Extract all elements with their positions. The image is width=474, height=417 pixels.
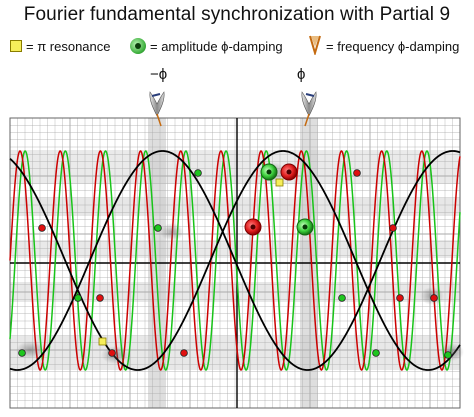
tuning-fork-icon: [308, 35, 322, 58]
curve-dot: [180, 349, 188, 357]
fundamental-curve-a: [9, 150, 461, 371]
phi-label: ϕ: [297, 66, 306, 83]
legend-amplitude-label: = amplitude ϕ-damping: [150, 38, 283, 54]
curve-dot: [389, 224, 397, 232]
red-ball-mid-core: [250, 224, 256, 230]
legend-frequency: = frequency ϕ-damping: [308, 35, 460, 58]
curve-dot: [194, 169, 202, 177]
small-dots: [18, 169, 452, 359]
legend-frequency-label: = frequency ϕ-damping: [326, 38, 460, 54]
legend-resonance: = π resonance: [10, 36, 111, 56]
fundamental-curve-b: [9, 150, 461, 371]
green-dot-icon: [130, 38, 146, 54]
curve-dot: [96, 294, 104, 302]
diagram-title: Fourier fundamental synchronization with…: [23, 4, 451, 25]
curve-dot: [154, 224, 162, 232]
minus-phi-label: −ϕ: [150, 66, 168, 83]
curve-dot: [372, 349, 380, 357]
partial-red-curve: [9, 150, 461, 371]
yellow-square-icon: [10, 40, 22, 52]
resonance-square-left: [98, 337, 107, 346]
curve-dot: [430, 294, 438, 302]
legend-resonance-label: = π resonance: [26, 38, 111, 54]
curve-dot: [444, 351, 452, 359]
red-ball-top-core: [286, 169, 292, 175]
partial-green-curve: [9, 150, 461, 371]
tuning-fork-phi: [301, 91, 317, 127]
curve-dot: [38, 224, 46, 232]
curve-dot: [74, 294, 82, 302]
curve-dot: [396, 294, 404, 302]
resonance-square-right: [275, 178, 284, 187]
curve-dot: [18, 349, 26, 357]
curve-dot: [108, 349, 116, 357]
amplitude-balls: [244, 163, 314, 236]
tuning-fork-minus-phi: [149, 91, 165, 127]
green-ball-top-core: [266, 169, 272, 175]
green-ball-mid-core: [302, 224, 308, 230]
curve-dot: [338, 294, 346, 302]
curve-dot: [353, 169, 361, 177]
legend-amplitude: = amplitude ϕ-damping: [130, 36, 283, 56]
